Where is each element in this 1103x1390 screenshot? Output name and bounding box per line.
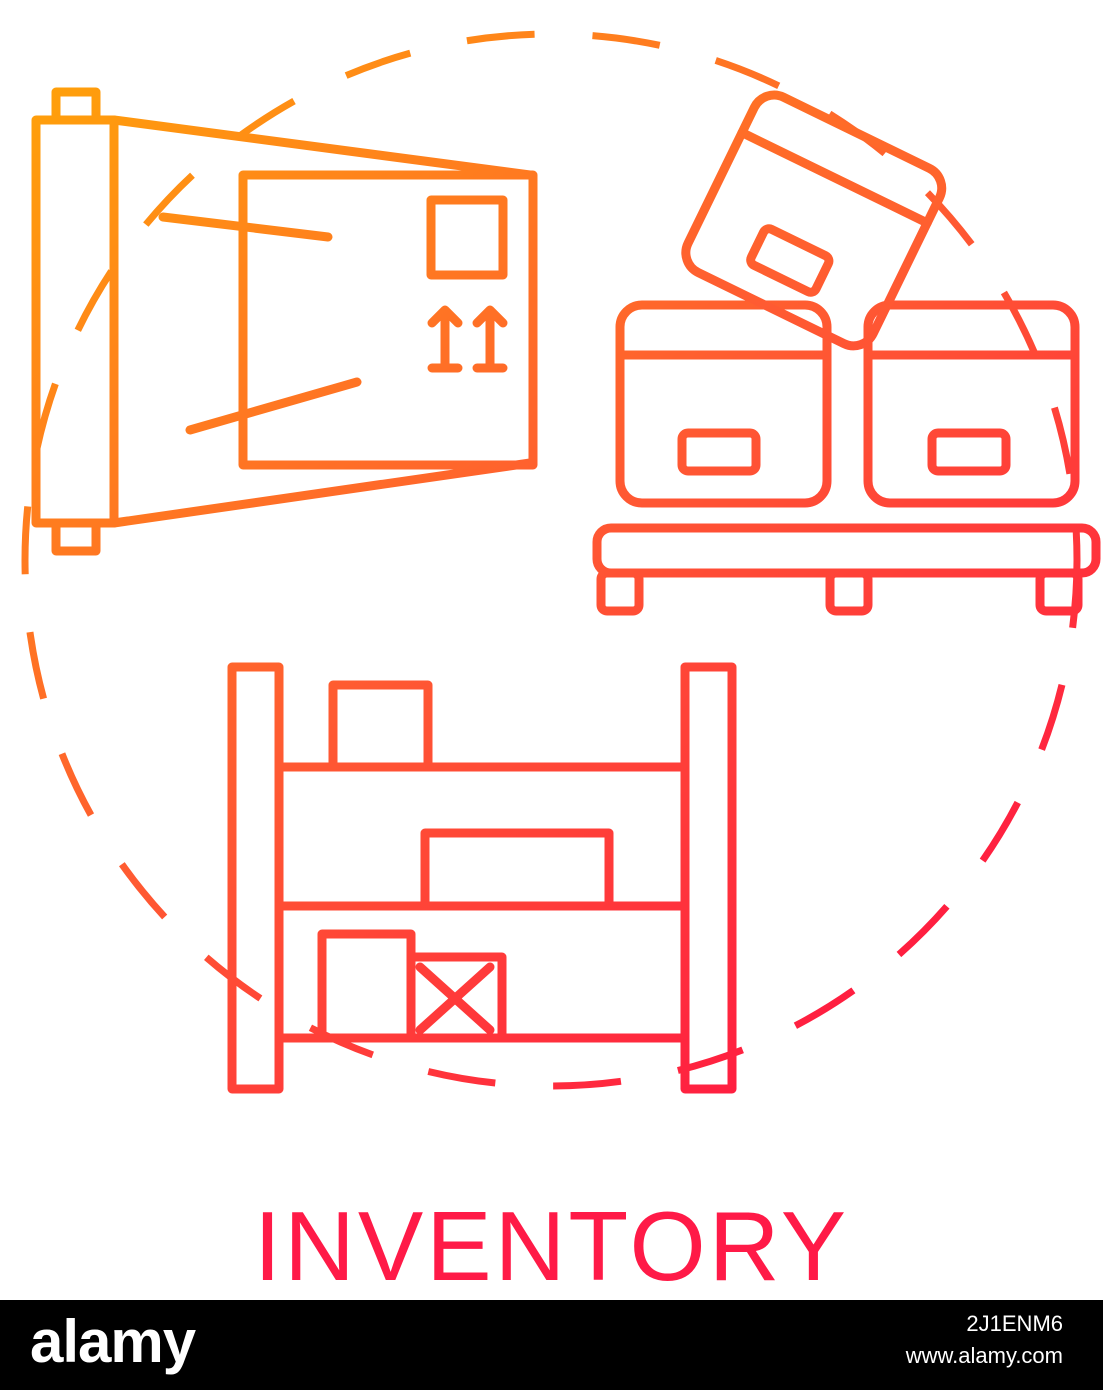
caption-title: INVENTORY [253,1191,850,1301]
watermark-bar [0,1300,1103,1390]
dashed-circle-frame [21,30,1081,1090]
watermark-url: www.alamy.com [905,1343,1063,1368]
watermark-logo: alamy [30,1308,196,1375]
boxes-on-pallet-icon [592,90,1101,616]
storage-shelf-icon [227,662,737,1094]
watermark-stock-id: 2J1ENM6 [966,1311,1063,1336]
inventory-illustration [21,30,1101,1094]
stretch-wrap-roll-icon [31,87,538,556]
